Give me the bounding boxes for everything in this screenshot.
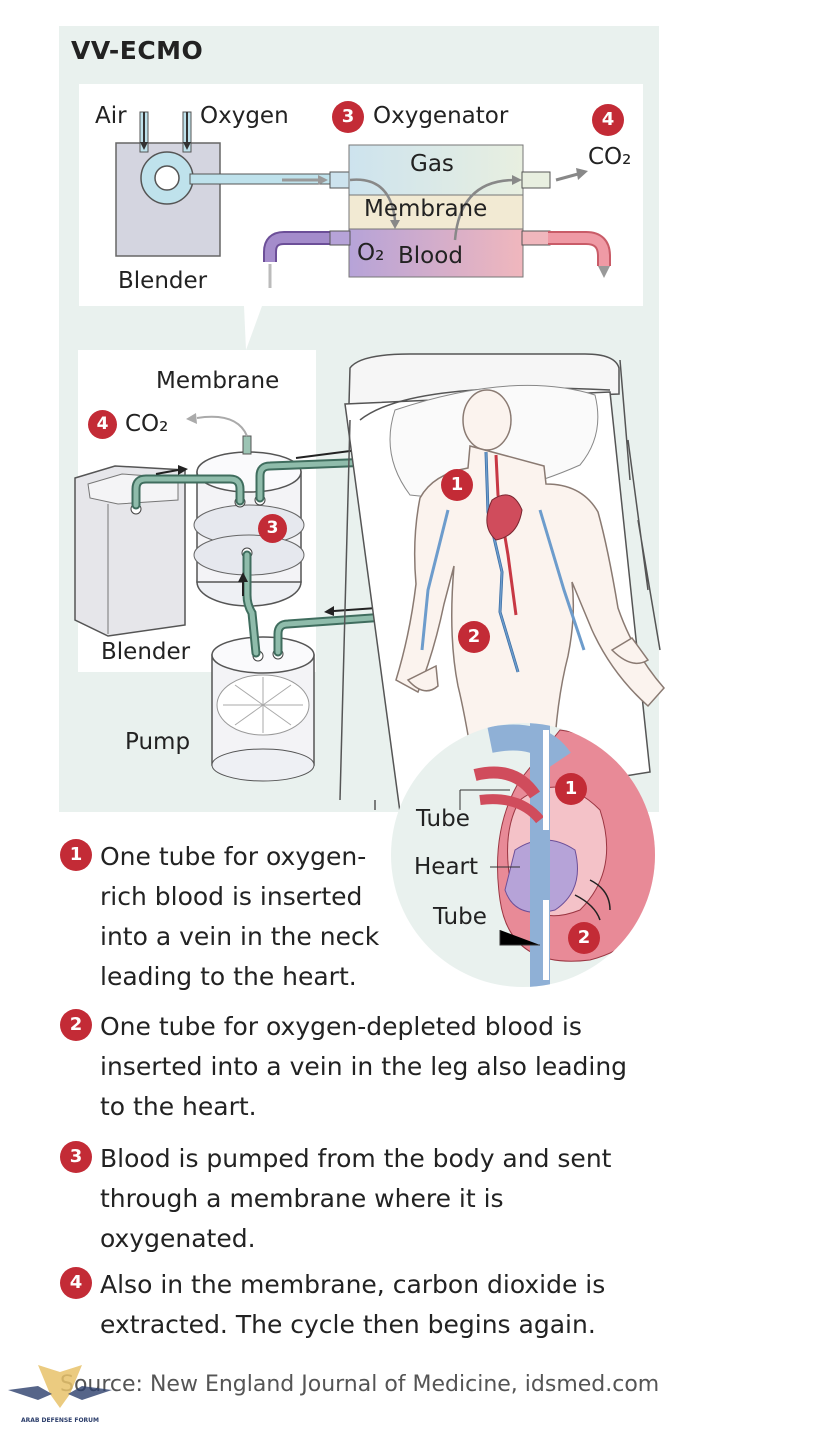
- step-2-badge-leg: 2: [458, 621, 490, 653]
- note-2-text: One tube for oxygen-depleted blood is in…: [100, 1012, 628, 1121]
- blender-label-machine: Blender: [101, 639, 191, 665]
- inset-step-1-badge: 1: [555, 773, 587, 805]
- note-4-badge: 4: [60, 1267, 92, 1299]
- pump-label: Pump: [125, 729, 191, 755]
- gas-inlet-port: [329, 171, 351, 189]
- note-3-text: Blood is pumped from the body and sent t…: [100, 1144, 612, 1253]
- blood-chamber: [348, 228, 524, 278]
- note-2: 2 One tube for oxygen-depleted blood is …: [60, 1007, 660, 1127]
- membrane-label-machine: Membrane: [156, 368, 280, 394]
- machine-blender: [74, 465, 186, 637]
- step-3-badge-machine: 3: [258, 514, 287, 543]
- svg-text:ARAB DEFENSE FORUM: ARAB DEFENSE FORUM: [21, 1417, 99, 1424]
- source-credit: Source: New England Journal of Medicine,…: [60, 1372, 660, 1397]
- inset-tube-label-bottom: Tube: [433, 904, 487, 930]
- air-label: Air: [95, 103, 127, 129]
- step-1-badge-neck: 1: [441, 469, 473, 501]
- note-2-badge: 2: [60, 1009, 92, 1041]
- note-4-text: Also in the membrane, carbon dioxide is …: [100, 1270, 606, 1339]
- page-title: VV-ECMO: [71, 36, 204, 65]
- co2-label-machine: CO₂: [125, 411, 169, 437]
- forum-logo-watermark: ARAB DEFENSE FORUM: [8, 1365, 112, 1424]
- callout-pointer: [244, 306, 262, 350]
- blood-label: Blood: [398, 243, 463, 269]
- inset-step-2-badge: 2: [568, 922, 600, 954]
- patient-heart: [486, 494, 523, 541]
- note-1-badge: 1: [60, 839, 92, 871]
- heart-inset: [391, 723, 655, 987]
- step-4-badge-machine: 4: [88, 410, 117, 439]
- inset-tube-label-top: Tube: [416, 806, 470, 832]
- co2-label: CO₂: [588, 144, 632, 170]
- step-4-badge: 4: [592, 104, 624, 136]
- note-1-text: One tube for oxygen-rich blood is insert…: [100, 842, 380, 991]
- inset-heart-label: Heart: [414, 854, 479, 880]
- note-3: 3 Blood is pumped from the body and sent…: [60, 1139, 660, 1259]
- note-3-badge: 3: [60, 1141, 92, 1173]
- oxygen-label: Oxygen: [200, 103, 289, 129]
- o2-label: O₂: [357, 240, 385, 266]
- note-4: 4 Also in the membrane, carbon dioxide i…: [60, 1265, 660, 1345]
- gas-outlet-port: [521, 171, 551, 189]
- membrane-layer: [348, 194, 524, 230]
- patient-body: [395, 389, 666, 837]
- blender-label-top: Blender: [118, 268, 208, 294]
- note-1: 1 One tube for oxygen-rich blood is inse…: [60, 837, 660, 997]
- step-3-badge: 3: [332, 101, 364, 133]
- gas-label: Gas: [410, 151, 454, 177]
- membrane-label: Membrane: [364, 196, 488, 222]
- oxygenator-label: Oxygenator: [373, 103, 509, 129]
